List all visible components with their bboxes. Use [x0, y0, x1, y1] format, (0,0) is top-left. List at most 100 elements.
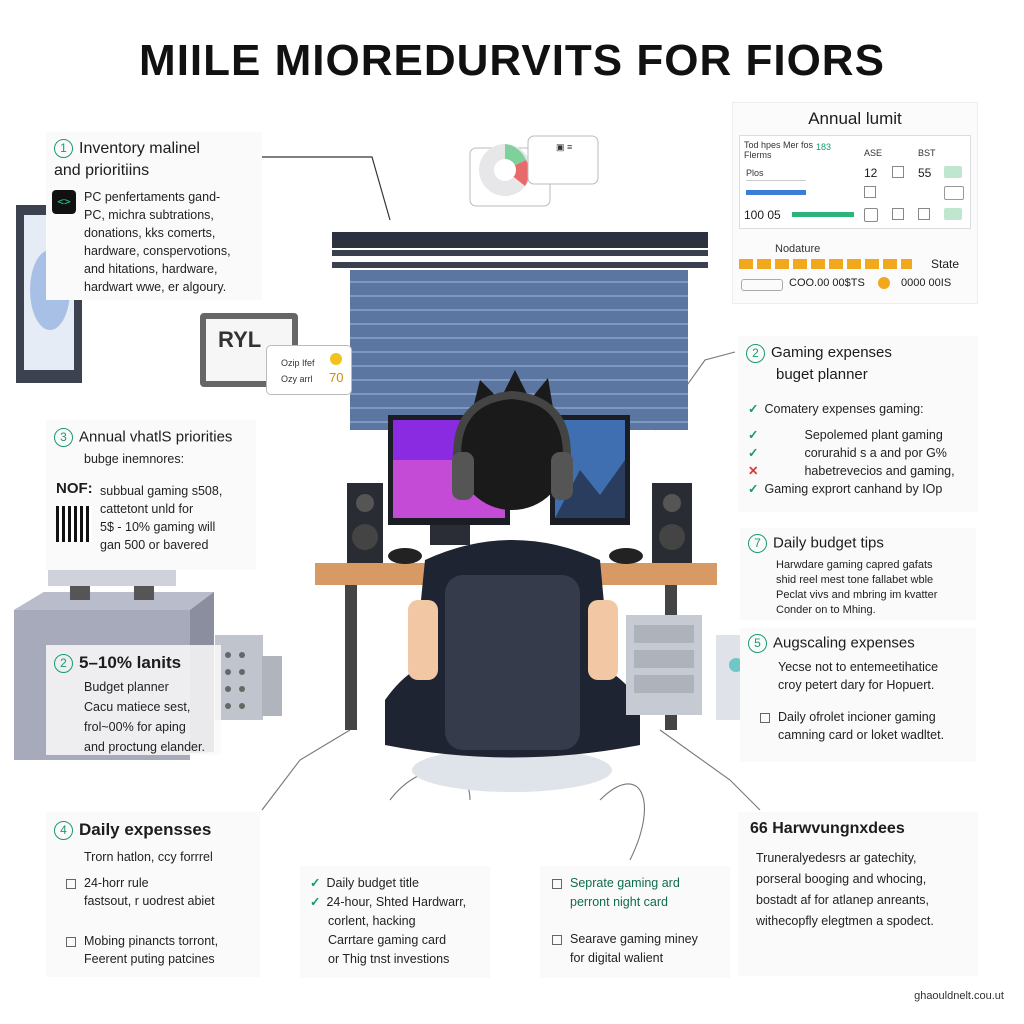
- connector-line: [261, 729, 351, 811]
- price-tooltip: Ozip Ifef Ozy arrl 70: [266, 345, 352, 395]
- bar-fill: [792, 212, 854, 217]
- list-item-text: corurahid s a and por G%: [804, 446, 947, 460]
- check-icon: ✓: [310, 876, 321, 890]
- body-line: porseral booging and whocing,: [756, 872, 927, 886]
- step-number: 2: [746, 343, 765, 363]
- progress-bar: [739, 259, 921, 269]
- widget-title: Annual lumit: [808, 109, 902, 128]
- list-item-text: 24-hour, Shted Hardwarr,: [326, 895, 467, 909]
- list-item: ✓ Sepolemed plant gaming: [748, 426, 976, 444]
- table-cell: 55: [918, 166, 932, 180]
- list-item-text: Sepolemed plant gaming: [804, 428, 943, 442]
- list-item-text: or Thig tnst investions: [328, 952, 450, 966]
- body-line: shid reel mest tone fallabet wble: [776, 574, 934, 586]
- step-number: 7: [748, 534, 767, 553]
- section-intro: Trorn hatlon, ccy forrrel: [84, 850, 213, 864]
- page-title: MIILE MIOREDURVITS FOR FIORS: [139, 36, 885, 85]
- footer-value: COO.00 00$TS: [789, 277, 865, 289]
- bar-fill: [746, 190, 806, 195]
- table-cell: Plos: [746, 168, 764, 178]
- list-item: ✕habetrevecios and gaming,: [748, 462, 976, 480]
- list-item: ✓Daily budget title: [310, 874, 490, 893]
- table-cell: 12: [864, 166, 878, 180]
- middle-checklist: ✓Daily budget title ✓ 24-hour, Shted Hard…: [300, 866, 490, 978]
- check-icon: ✓: [310, 895, 321, 909]
- footer-value: 0000 00IS: [901, 277, 952, 289]
- checkbox[interactable]: [552, 878, 562, 889]
- checkbox[interactable]: [66, 878, 76, 889]
- body-line: croy petert dary for Hopuert.: [778, 678, 935, 692]
- table-header-cell: ASE: [864, 148, 883, 158]
- body-line: frol~00% for aping: [84, 720, 186, 734]
- body-line: subbual gaming s508,: [100, 484, 223, 498]
- list-item: ✓ 24-hour, Shted Hardwarr,: [310, 893, 490, 912]
- code-icon: <>: [52, 190, 76, 214]
- section-title: Augscaling expenses: [773, 634, 915, 652]
- annual-limit-widget: Annual lumit Tod hpes Mer fos Flerms 183…: [732, 102, 978, 304]
- list-item-line: Seprate gaming ard: [570, 876, 680, 890]
- body-line: bostadt af for atlanep anreants,: [756, 893, 930, 907]
- section-label: NOF:: [56, 480, 93, 497]
- table-cell: 100 05: [744, 208, 781, 222]
- tooltip-value: 70: [329, 370, 344, 385]
- arrow-icon[interactable]: [944, 186, 964, 200]
- list-item-line: camning card or loket wadltet.: [778, 728, 945, 742]
- controller-left: [388, 548, 422, 564]
- body-line: cattetont unld for: [100, 502, 194, 516]
- check-icon: ✓: [748, 428, 759, 442]
- right-middle-checklist: Seprate gaming ard perront night card Se…: [540, 866, 730, 978]
- list-item-line: Daily ofrolet incioner gaming: [778, 710, 936, 724]
- coin-icon: [878, 277, 890, 289]
- body-line: hardware, conspervotions,: [84, 244, 231, 258]
- cabinet-right: [626, 615, 758, 720]
- step-number: 1: [54, 139, 73, 159]
- section-title: Daily budget tips: [773, 534, 884, 552]
- person: [385, 370, 640, 792]
- section-hardware: 66 Harwvungnxdees Truneralyedesrs ar gat…: [738, 812, 978, 976]
- section-title-line: and prioritiins: [54, 162, 150, 179]
- connector-line: [659, 729, 761, 811]
- body-line: donations, kks comerts,: [84, 226, 216, 240]
- speaker-left: [347, 483, 383, 563]
- speaker-grid-device: [215, 635, 282, 720]
- section-annual-priorities: 3 Annual vhatlS priorities bubge inemnore…: [46, 420, 256, 570]
- check-icon: ✓: [748, 482, 759, 496]
- watermark: ghaouldnelt.cou.ut: [914, 990, 1004, 1002]
- list-item-line: Mobing pinancts torront,: [84, 934, 219, 948]
- progress-label: Nodature: [775, 243, 821, 255]
- body-line: Truneralyedesrs ar gatechity,: [756, 851, 917, 865]
- list-item: Searave gaming miney for digital walient: [552, 930, 732, 968]
- body-line: gan 500 or bavered: [100, 538, 209, 552]
- coin-icon: [330, 353, 342, 365]
- check-icon: ✓: [748, 402, 759, 416]
- body-line: Conder on to Mhing.: [776, 604, 876, 616]
- state-label: State: [931, 257, 960, 271]
- qr-code-icon: [56, 506, 92, 542]
- section-title: 5–10% lanits: [79, 653, 182, 672]
- checkbox[interactable]: [552, 934, 562, 945]
- list-item: Seprate gaming ard perront night card: [552, 874, 732, 912]
- tooltip-line: Ozip Ifef: [281, 358, 315, 368]
- table-header-cell: BST: [918, 148, 936, 158]
- input-field[interactable]: [741, 279, 783, 291]
- section-subtitle: bubge inemnores:: [84, 452, 185, 466]
- checkbox[interactable]: [760, 712, 770, 723]
- section-title-line: Gaming expenses: [771, 344, 892, 361]
- list-item: Mobing pinancts torront, Feerent puting …: [66, 932, 266, 968]
- pie-chart-widget: ▣ ≡: [469, 135, 599, 207]
- laptop-label: RYL: [218, 327, 262, 352]
- step-number: 3: [54, 428, 73, 447]
- body-line: Cacu matiece sest,: [84, 700, 191, 714]
- body-line: Budget planner: [84, 680, 169, 694]
- checkbox[interactable]: [892, 166, 904, 178]
- body-line: 5$ - 10% gaming will: [100, 520, 216, 534]
- body-line: PC penfertaments gand-: [84, 190, 221, 204]
- section-title: Annual vhatlS priorities: [79, 428, 233, 446]
- list-item: 24-horr rule fastsout, r uodrest abiet: [66, 874, 266, 910]
- list-item-text: habetrevecios and gaming,: [804, 464, 955, 478]
- checkbox[interactable]: [66, 936, 76, 947]
- step-number: 5: [748, 634, 767, 653]
